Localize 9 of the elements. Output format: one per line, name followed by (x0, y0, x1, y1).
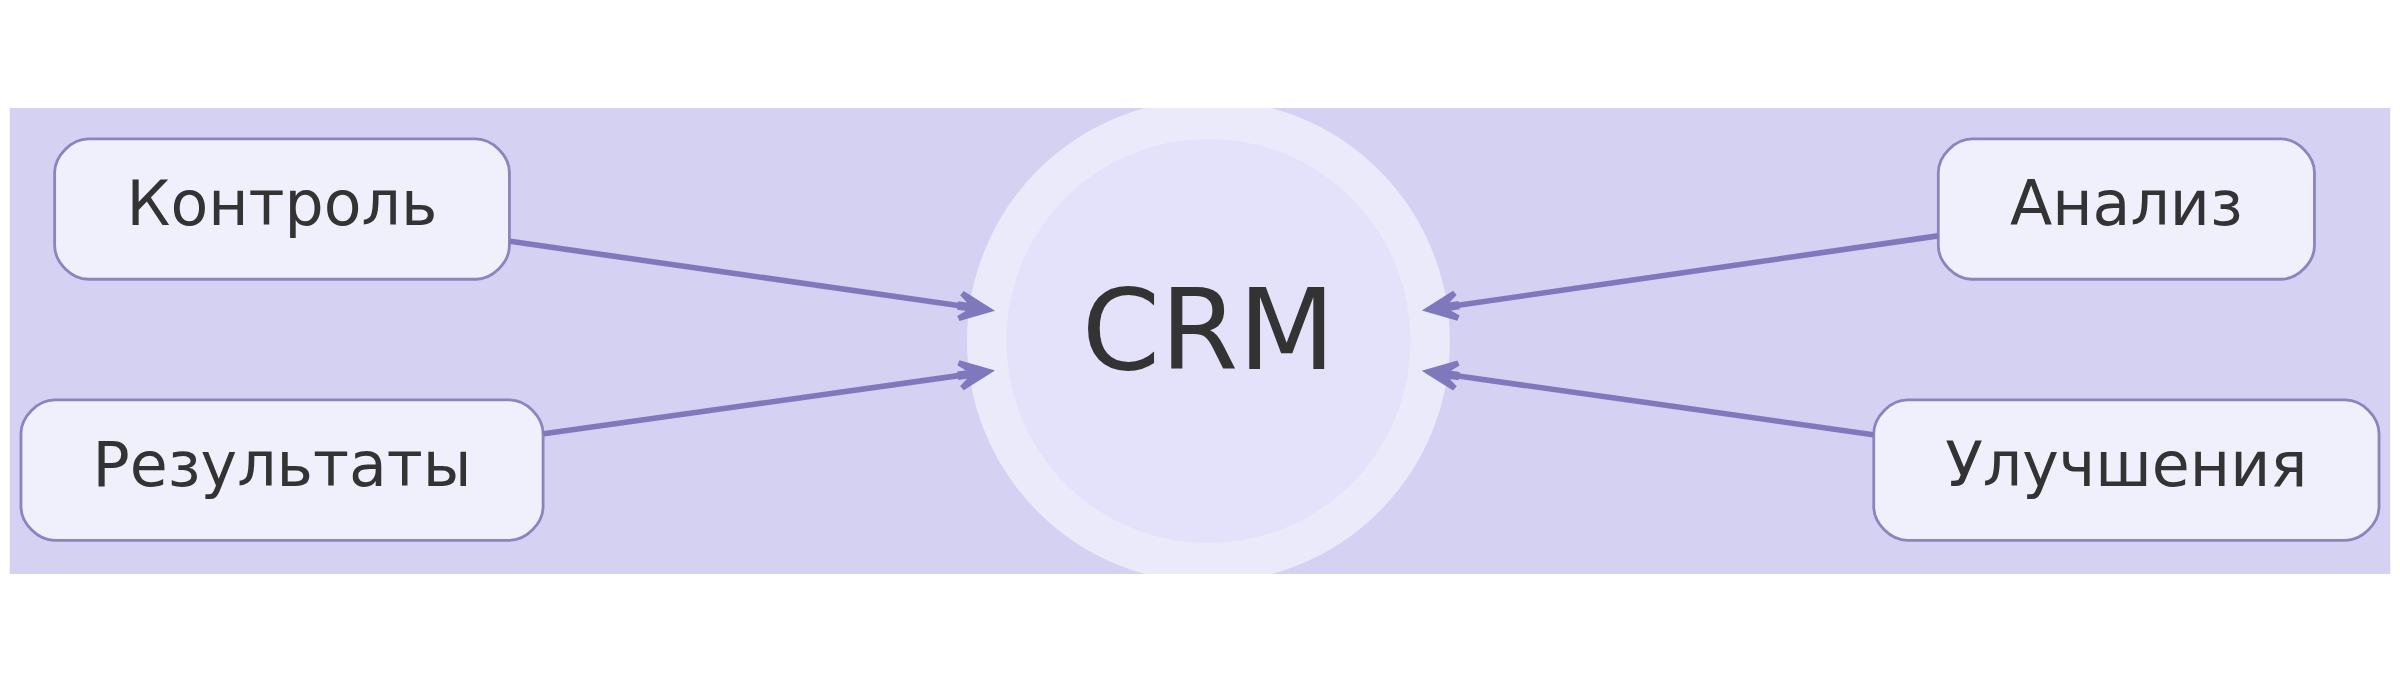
node-box: Результаты (19, 398, 545, 542)
node-box: Улучшения (1872, 398, 2381, 542)
arrow (543, 360, 992, 437)
arrow (1425, 233, 1939, 321)
node-circle: CRM (967, 108, 1450, 574)
node-box: Анализ (1936, 137, 2316, 281)
node-box: Контроль (53, 137, 511, 281)
arrow (509, 238, 992, 322)
arrow (1425, 360, 1874, 438)
